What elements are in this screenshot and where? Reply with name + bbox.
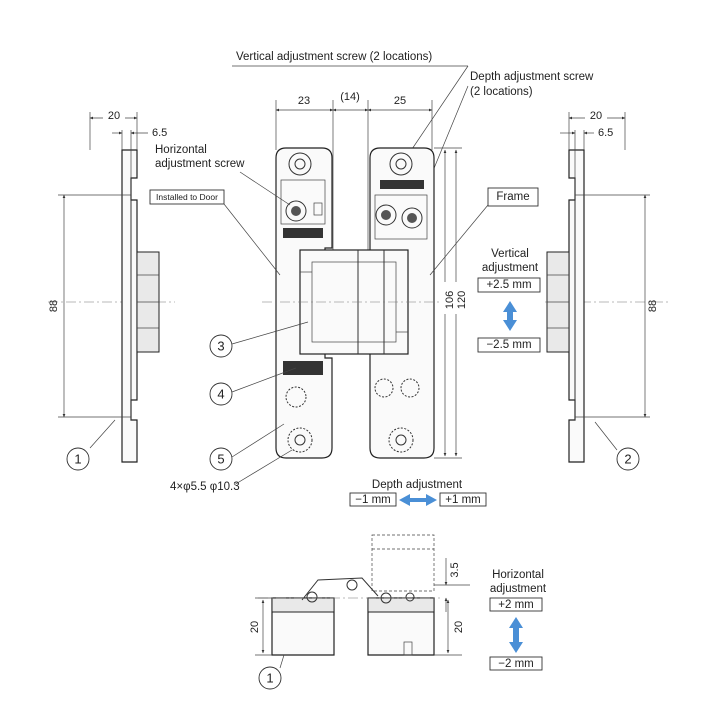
right-side-view: 20 6.5 88 2 [545, 110, 670, 471]
left-side-view: 20 6.5 88 1 [48, 110, 175, 471]
callout-3: 3 [217, 339, 224, 354]
horizontal-adjust-arrow-icon [509, 617, 523, 653]
left-dim-20: 20 [108, 110, 120, 122]
front-dim-120: 120 [456, 291, 468, 309]
right-dim-20: 20 [590, 110, 602, 122]
bottom-dim-3-5: 3.5 [449, 562, 461, 577]
callout-1-bottom: 1 [266, 671, 273, 686]
left-dim-6-5: 6.5 [152, 127, 167, 139]
callout-2: 2 [624, 452, 631, 467]
vertical-plus-value: +2.5 mm [486, 279, 531, 291]
horizontal-screw-label-2: adjustment screw [155, 158, 245, 170]
horizontal-adjustment-label-2: adjustment [490, 583, 547, 595]
horizontal-plus-value: +2 mm [498, 599, 533, 611]
horizontal-screw-label-1: Horizontal [155, 144, 207, 156]
depth-screw-label-2: (2 locations) [470, 86, 533, 98]
callout-4: 4 [217, 387, 224, 402]
depth-adjustment-label: Depth adjustment [372, 479, 463, 491]
vertical-adjust-arrow-icon [503, 301, 517, 331]
installed-to-door-label: Installed to Door [156, 192, 218, 202]
horizontal-adjustment-label-1: Horizontal [492, 569, 544, 581]
front-dim-106: 106 [444, 291, 456, 309]
front-dim-25: 25 [394, 95, 406, 107]
vertical-screw-label: Vertical adjustment screw (2 locations) [236, 51, 432, 63]
callout-5: 5 [217, 452, 224, 467]
left-dim-88: 88 [48, 300, 60, 312]
depth-minus-value: −1 mm [355, 494, 390, 506]
bottom-top-view: 3.5 20 20 1 Horizontal adjustment +2 mm … [249, 534, 547, 690]
bottom-dim-20-right: 20 [453, 621, 465, 633]
frame-label: Frame [496, 191, 529, 203]
depth-adjust-arrow-icon [399, 494, 437, 506]
right-dim-88: 88 [647, 300, 659, 312]
vertical-minus-value: −2.5 mm [486, 339, 531, 351]
front-dim-14: (14) [340, 91, 360, 103]
vertical-adjustment-label-2: adjustment [482, 262, 539, 274]
depth-plus-value: +1 mm [445, 494, 480, 506]
vertical-adjustment-label-1: Vertical [491, 248, 529, 260]
depth-screw-label-1: Depth adjustment screw [470, 71, 594, 83]
front-dim-23: 23 [298, 95, 310, 107]
hole-spec-label: 4×φ5.5 φ10.3 [170, 481, 240, 493]
right-dim-6-5: 6.5 [598, 127, 613, 139]
callout-1-left: 1 [74, 452, 81, 467]
horizontal-minus-value: −2 mm [498, 658, 533, 670]
front-view: Vertical adjustment screw (2 locations) … [149, 51, 594, 507]
bottom-dim-20-left: 20 [249, 621, 261, 633]
